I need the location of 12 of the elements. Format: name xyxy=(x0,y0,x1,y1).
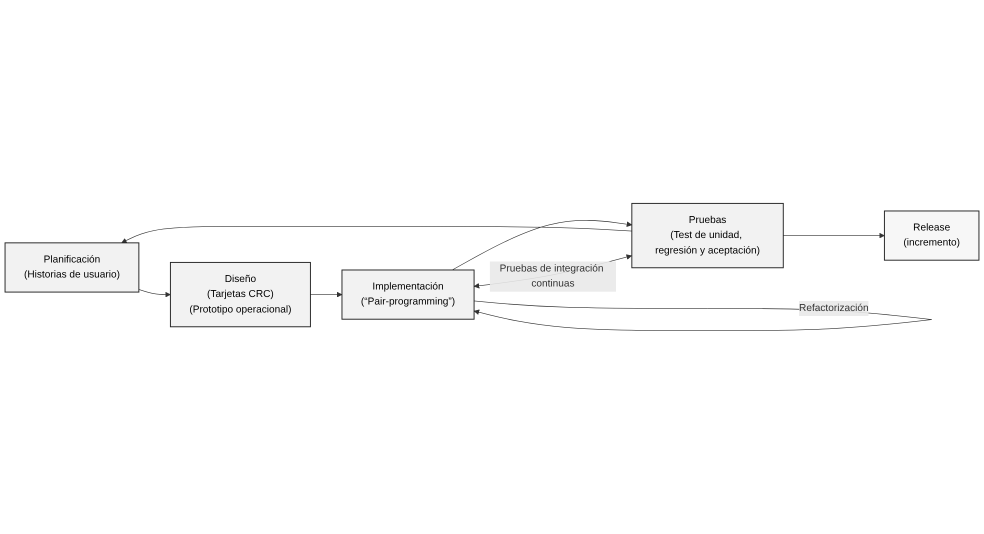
arrow xyxy=(452,220,632,270)
arrow xyxy=(121,226,632,244)
node-box: Implementación (“Pair-programming”) xyxy=(342,270,475,320)
node-box: Planificación (Historias de usuario) xyxy=(4,242,140,293)
node-box: Diseño (Tarjetas CRC) (Prototipo operacional) xyxy=(170,262,311,328)
edge-label: Pruebas de integración continuas xyxy=(500,263,604,290)
arrow xyxy=(782,232,885,238)
edge-label: Refactorización xyxy=(799,302,869,314)
node-box: Release (incremento) xyxy=(884,210,980,261)
node-box: Pruebas (Test de unidad, regresión y aceptación) xyxy=(631,202,784,268)
arrow xyxy=(138,289,171,298)
arrow xyxy=(310,292,342,298)
